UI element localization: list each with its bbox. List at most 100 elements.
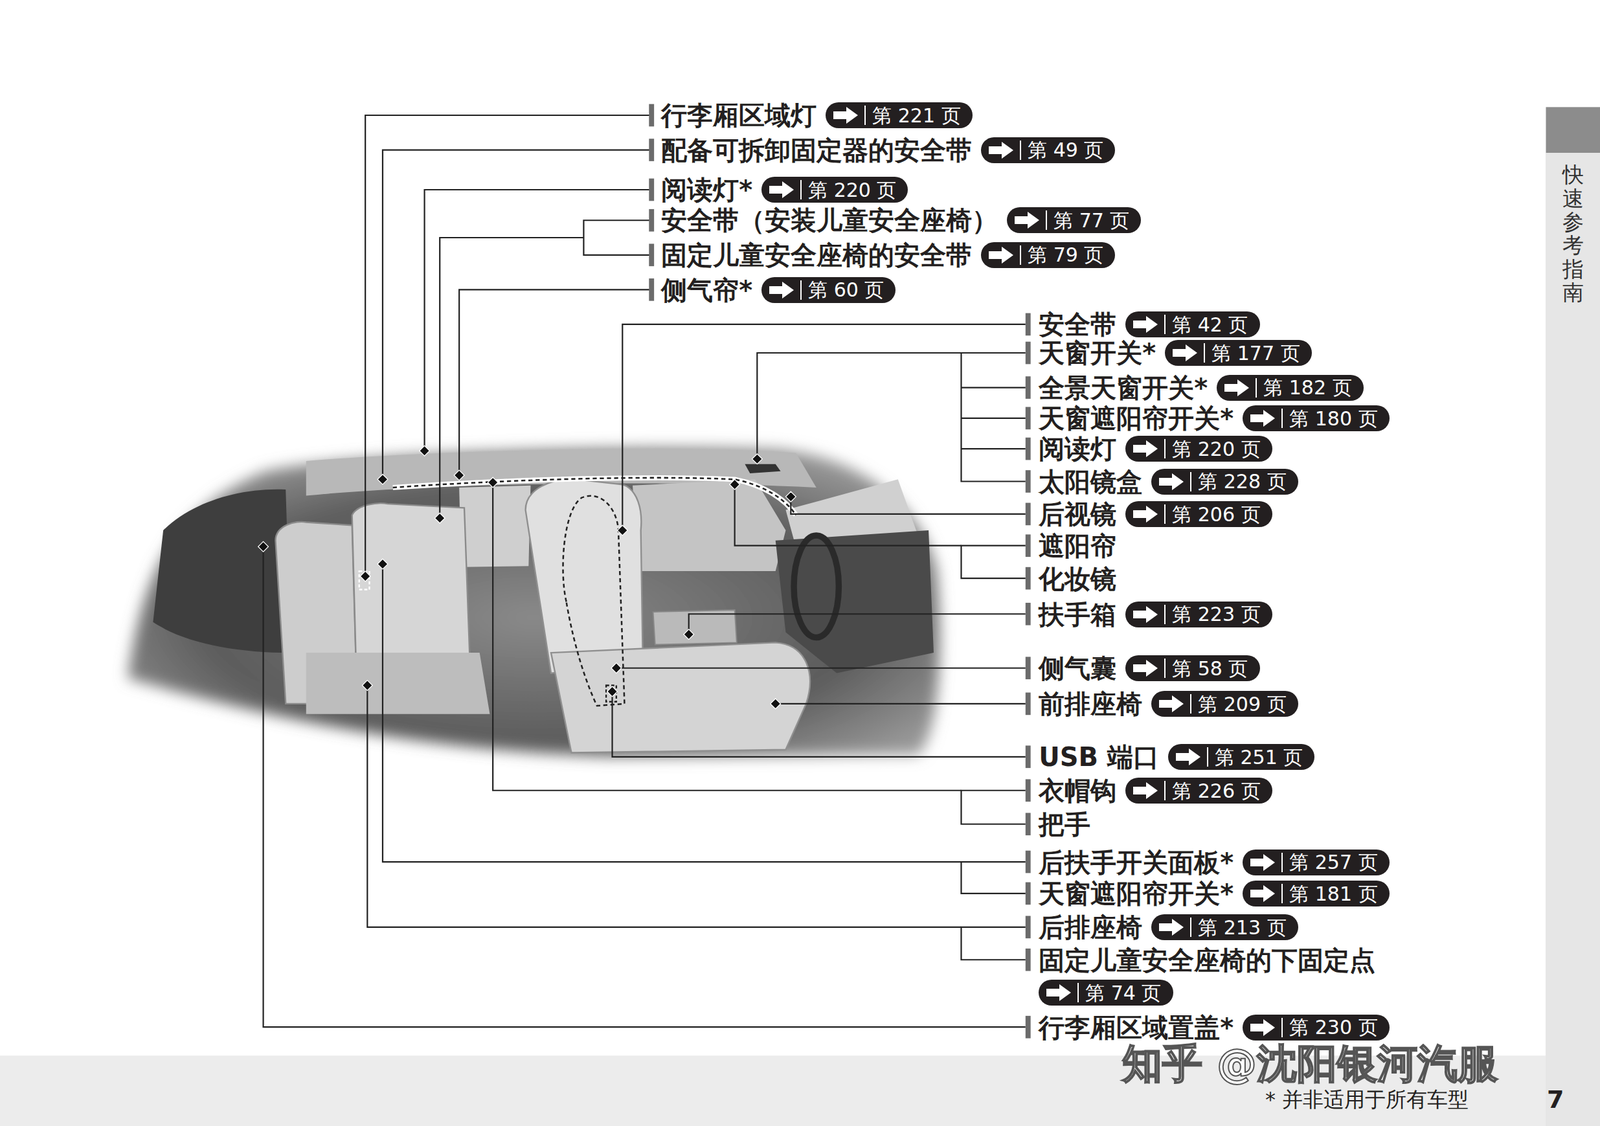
page-ref-pill: 第 226 页 [1125,777,1272,804]
part-label: 前排座椅 [1038,689,1143,719]
page-ref-text: 第 230 页 [1289,1016,1378,1038]
pill-divider [1281,408,1283,429]
part-label: 后排座椅 [1038,912,1143,942]
page-ref-pill: 第 228 页 [1151,468,1298,495]
page-ref-pill: 第 230 页 [1242,1014,1389,1041]
part-label: 固定儿童安全座椅的下固定点 [1038,946,1376,975]
page-ref-pill: 第 181 页 [1242,880,1389,907]
part-label: 天窗开关* [1038,338,1156,368]
pill-divider [1019,245,1022,265]
pill-divider [800,280,802,300]
sidebar-heading: 快速参考指南 [1562,163,1584,305]
leader-end-dots [258,445,796,709]
arrow-shape [1250,885,1275,902]
part-label: 安全带（安装儿童安全座椅） [661,205,998,235]
page-ref-text: 第 213 页 [1197,916,1286,939]
pill-divider [864,105,866,125]
part-label: USB 端口 [1038,742,1160,772]
part-label: 全景天窗开关* [1038,373,1208,403]
footnote: * 并非适用于所有车型 [1265,1088,1469,1112]
arrow-icon [986,139,1016,161]
part-label: 安全带 [1038,310,1117,339]
arrow-shape [1250,409,1275,427]
pill-divider [1019,140,1022,160]
part-label: 阅读灯* [661,175,753,204]
page-ref-pill: 第 58 页 [1125,655,1260,682]
pill-divider [1164,780,1166,801]
arrow-shape [988,246,1014,264]
arrow-shape [1133,505,1158,523]
page-ref-text: 第 58 页 [1171,657,1248,680]
arrow-icon [1156,693,1187,715]
pill-divider [1203,343,1206,363]
page-ref-pill: 第 223 页 [1125,601,1272,628]
part-label: 后视镜 [1038,499,1117,529]
part-label: 行李厢区域灯 [661,101,817,130]
page-ref-pill: 第 177 页 [1164,339,1312,366]
arrow-shape [769,281,794,299]
page-ref-text: 第 60 页 [808,279,884,301]
arrow-shape [1159,695,1184,713]
arrow-shape [1133,440,1158,458]
part-label: 天窗遮阳帘开关* [1038,879,1234,908]
page-ref-text: 第 220 页 [808,179,897,201]
arrow-icon [1130,314,1161,335]
pill-divider [1045,210,1048,230]
arrow-shape [1250,1019,1275,1037]
arrow-icon [830,104,861,126]
pill-divider [1206,747,1209,767]
page-ref-text: 第 181 页 [1289,883,1378,905]
part-label: 阅读灯 [1038,434,1117,463]
arrow-shape [1175,748,1201,766]
arrow-shape [988,141,1014,159]
arrow-shape [1224,379,1250,397]
arrow-shape [1046,984,1071,1002]
arrow-icon [1247,852,1278,873]
watermark: 知乎 @沈阳银河汽服 [1122,1043,1498,1084]
part-label: 行李厢区域置盖* [1038,1013,1234,1042]
pill-divider [1190,917,1192,937]
pill-divider [1190,472,1192,492]
pill-divider [800,180,802,200]
pill-divider [1164,504,1166,524]
page-ref-text: 第 226 页 [1171,780,1261,802]
pill-divider [1281,883,1283,904]
page-ref-pill: 第 77 页 [1006,207,1141,234]
arrow-shape [769,181,794,199]
part-label: 侧气囊 [1038,653,1117,683]
arrow-shape [1014,211,1040,229]
leader-lines [263,115,1026,1027]
sidebar-tab [1545,106,1600,153]
arrow-shape [1159,918,1184,936]
arrow-icon [766,279,797,301]
page-ref-pill: 第 206 页 [1125,501,1272,528]
pill-divider [1281,852,1283,873]
page-ref-text: 第 182 页 [1263,376,1352,399]
arrow-icon [1173,746,1204,768]
part-label: 衣帽钩 [1038,776,1117,805]
page-ref-text: 第 180 页 [1289,407,1378,430]
page-ref-pill: 第 220 页 [1125,435,1272,462]
page-ref-pill: 第 49 页 [980,137,1116,164]
arrow-icon [1130,503,1161,525]
arrow-icon [1130,438,1161,460]
page-ref-text: 第 206 页 [1171,503,1261,526]
page-ref-pill: 第 251 页 [1168,743,1315,770]
arrow-icon [1156,471,1187,493]
car-cutaway [127,447,940,757]
part-label: 扶手箱 [1038,600,1117,629]
part-label: 天窗遮阳帘开关* [1038,404,1234,433]
page-ref-text: 第 251 页 [1214,746,1303,768]
part-label: 遮阳帘 [1038,531,1117,561]
arrow-icon [1012,209,1042,231]
part-label: 后扶手开关面板* [1038,848,1234,877]
part-label: 化妆镜 [1038,564,1117,594]
part-label: 把手 [1038,810,1091,839]
arrow-icon [1130,780,1161,801]
arrow-shape [1133,606,1158,623]
page-ref-text: 第 74 页 [1085,982,1161,1004]
page-ref-pill: 第 60 页 [761,277,896,304]
pill-divider [1164,658,1166,678]
arrow-icon [1221,377,1252,399]
pill-divider [1077,982,1079,1003]
